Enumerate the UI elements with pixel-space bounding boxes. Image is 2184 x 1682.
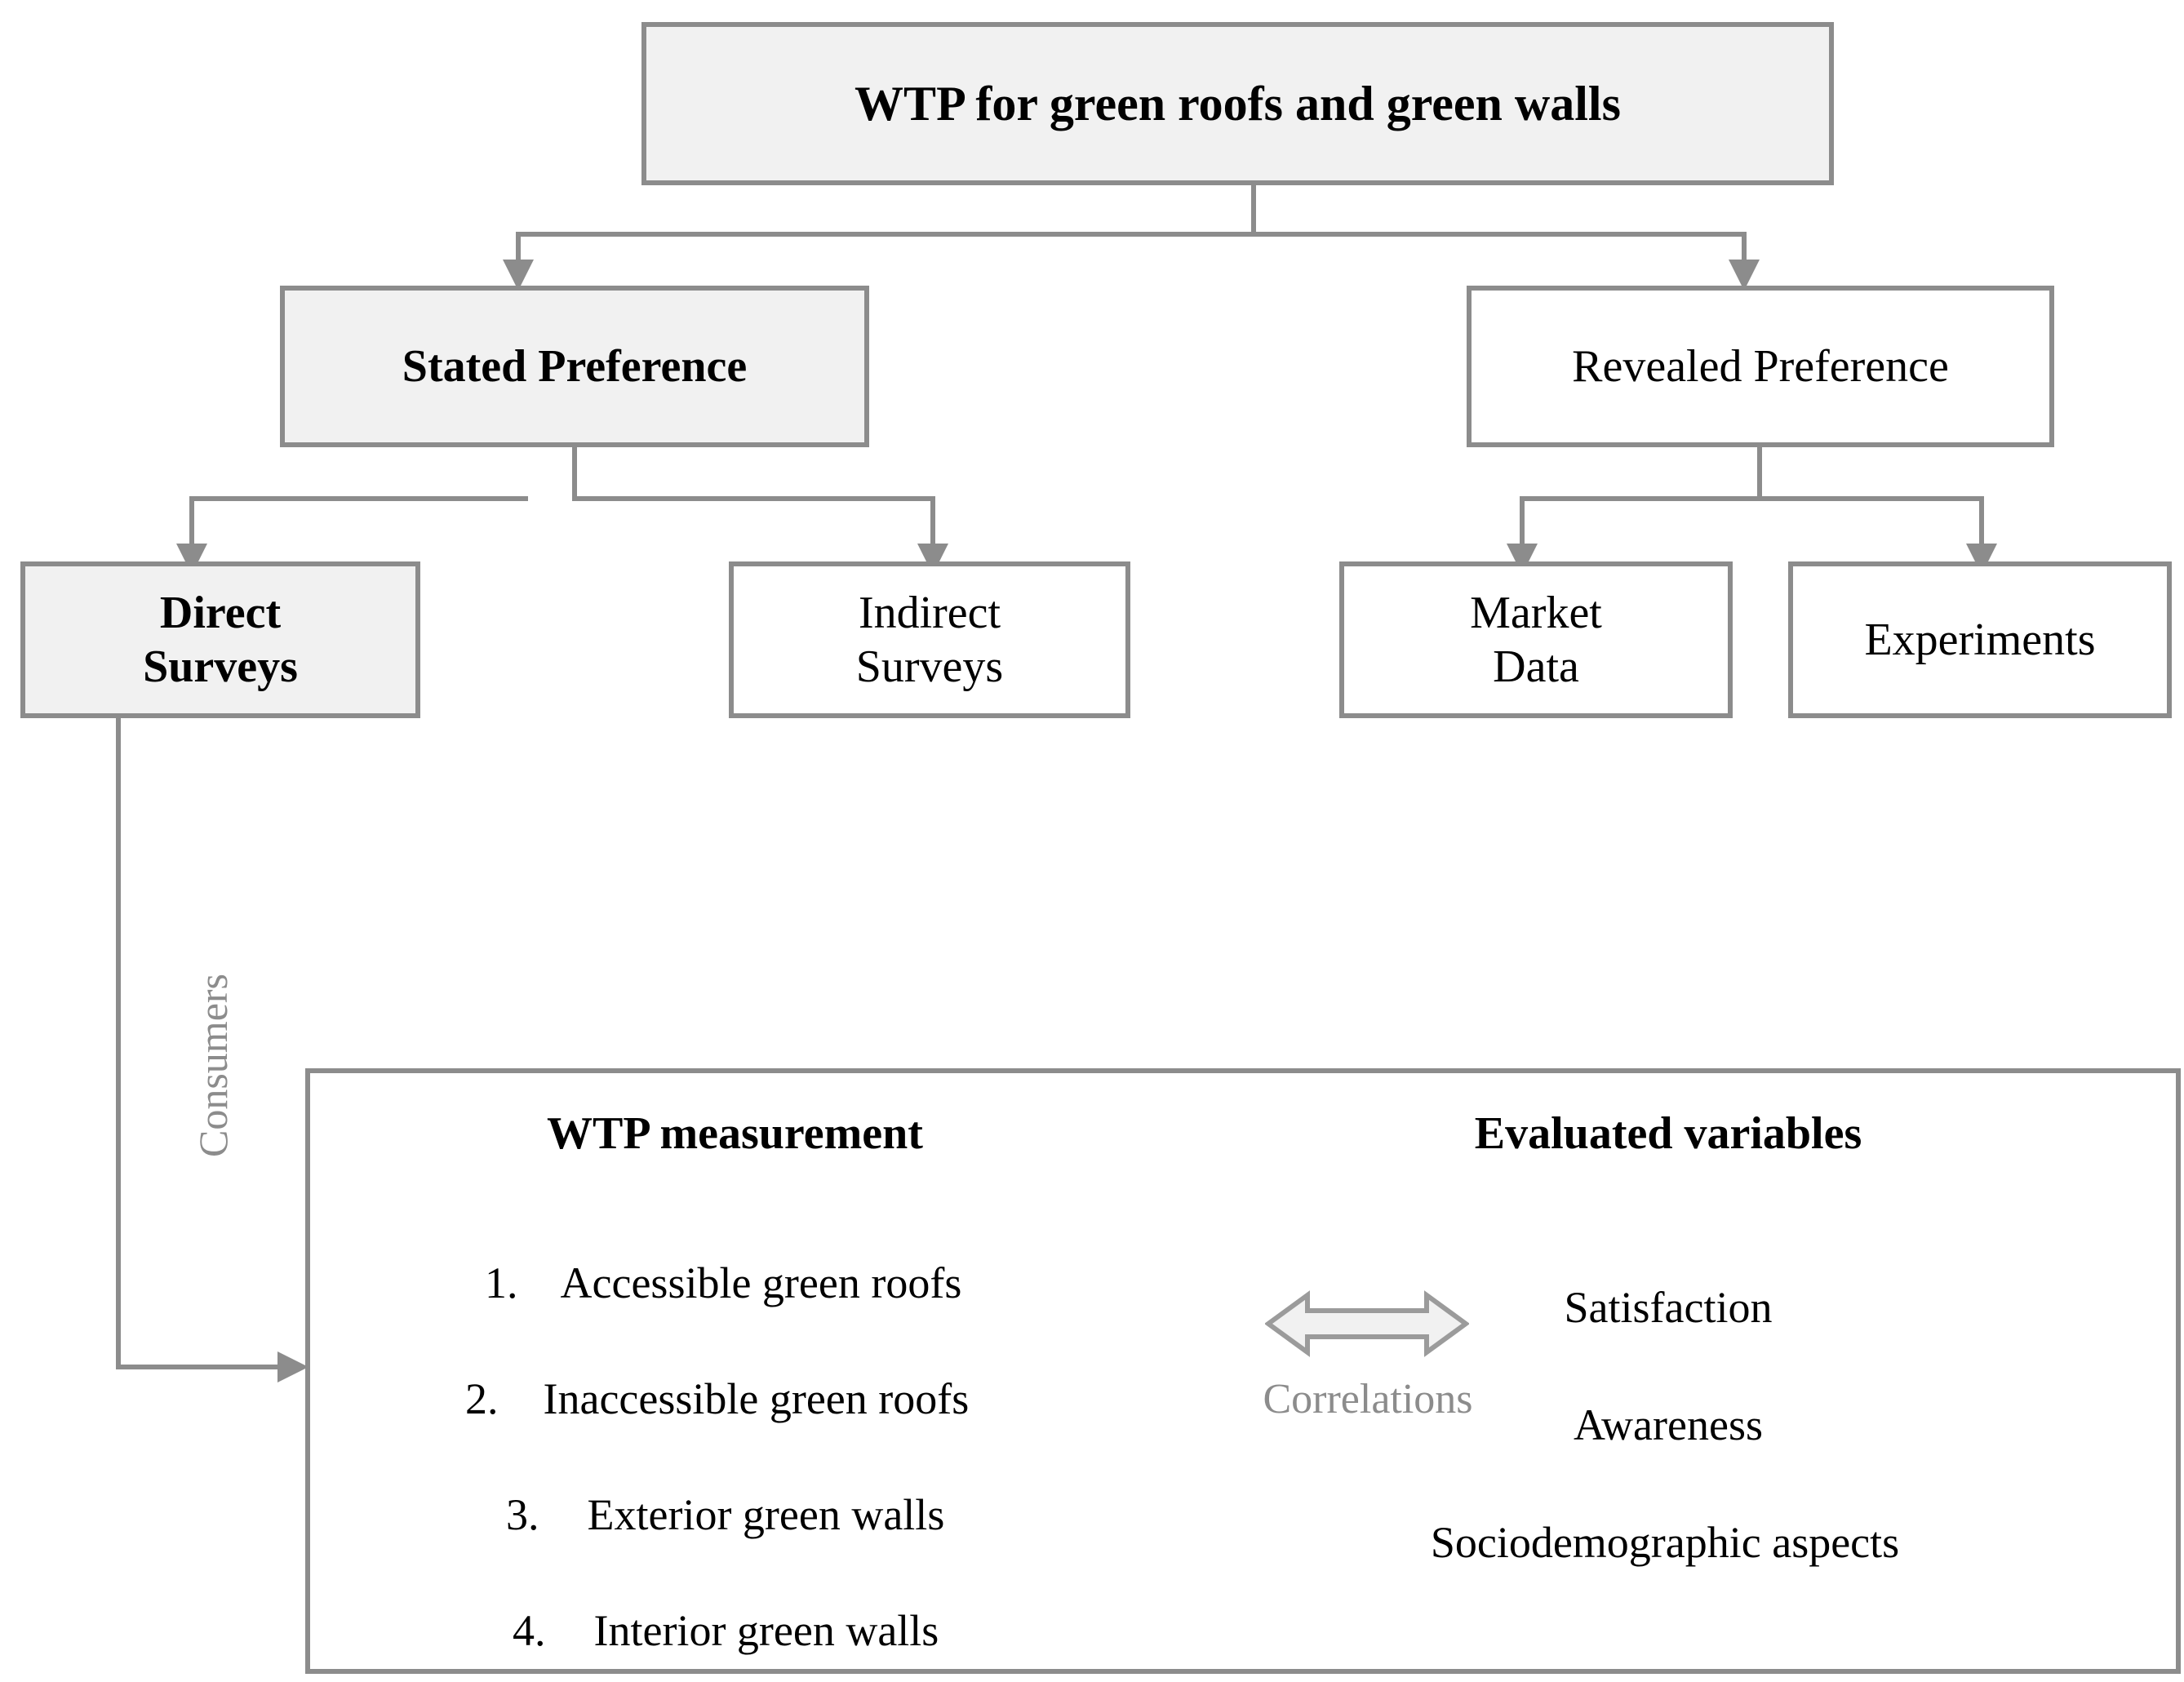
- connector-rp-bar: [1520, 496, 1762, 501]
- evaluated-variables-title: Evaluated variables: [1474, 1108, 1862, 1159]
- node-stated-preference-label: Stated Preference: [402, 340, 748, 392]
- node-indirect-surveys[interactable]: Indirect Surveys: [729, 561, 1130, 718]
- evaluated-variable-sociodemographic: Sociodemographic aspects: [1430, 1518, 1900, 1567]
- connector-root-left-drop: [516, 232, 521, 264]
- node-root-wtp[interactable]: WTP for green roofs and green walls: [641, 22, 1834, 185]
- wtp-list-item-1-text: Accessible green roofs: [560, 1258, 962, 1307]
- connector-root-bar: [516, 232, 1747, 237]
- node-root-label: WTP for green roofs and green walls: [855, 76, 1621, 131]
- node-market-data-line2: Data: [1493, 641, 1579, 692]
- node-indirect-surveys-label: Indirect Surveys: [734, 586, 1125, 694]
- wtp-list-item-4-text: Interior green walls: [593, 1606, 939, 1655]
- wtp-list-item-2-number: 2.: [465, 1374, 499, 1423]
- connector-root-right-drop: [1742, 232, 1747, 264]
- node-direct-surveys[interactable]: Direct Surveys: [20, 561, 420, 718]
- connector-sp-left-drop: [189, 496, 194, 548]
- node-experiments[interactable]: Experiments: [1788, 561, 2172, 718]
- node-revealed-preference-label: Revealed Preference: [1572, 340, 1949, 392]
- wtp-list-item-3: 3. Exterior green walls: [506, 1489, 944, 1540]
- wtp-list-item-2: 2. Inaccessible green roofs: [465, 1374, 969, 1424]
- node-revealed-preference[interactable]: Revealed Preference: [1467, 286, 2054, 447]
- wtp-list-item-3-text: Exterior green walls: [587, 1490, 945, 1539]
- wtp-list-item-3-number: 3.: [506, 1490, 539, 1539]
- wtp-list-item-4: 4. Interior green walls: [513, 1605, 939, 1656]
- evaluated-variable-awareness: Awareness: [1574, 1400, 1763, 1449]
- connector-sp-right-drop: [930, 496, 935, 548]
- correlations-arrow: [1263, 1290, 1471, 1357]
- arrow-consumers-to-panel: [277, 1351, 309, 1382]
- node-indirect-surveys-line1: Indirect: [858, 587, 1001, 638]
- node-stated-preference[interactable]: Stated Preference: [280, 286, 869, 447]
- arrow-to-stated-preference: [503, 260, 534, 291]
- correlations-caption: Correlations: [1263, 1376, 1473, 1422]
- wtp-list-item-1-number: 1.: [485, 1258, 518, 1307]
- connector-rp-stem: [1757, 447, 1762, 501]
- connector-sp-bar: [189, 496, 528, 501]
- double-arrow-icon: [1263, 1290, 1471, 1357]
- node-market-data[interactable]: Market Data: [1339, 561, 1733, 718]
- connector-rp-bar-right: [1757, 496, 1984, 501]
- node-direct-surveys-line2: Surveys: [143, 641, 298, 692]
- wtp-measurement-title: WTP measurement: [547, 1108, 923, 1159]
- connector-sp-bar-right: [572, 496, 935, 501]
- connector-consumers-horizontal: [116, 1365, 282, 1369]
- connector-rp-left-drop: [1520, 496, 1525, 548]
- node-direct-surveys-line1: Direct: [159, 587, 282, 638]
- details-panel: WTP measurement 1. Accessible green roof…: [305, 1068, 2181, 1674]
- node-indirect-surveys-line2: Surveys: [855, 641, 1004, 692]
- evaluated-variable-satisfaction: Satisfaction: [1564, 1283, 1773, 1332]
- node-experiments-label: Experiments: [1864, 614, 2096, 665]
- node-market-data-label: Market Data: [1344, 586, 1728, 694]
- edge-label-consumers: Consumers: [190, 974, 236, 1157]
- arrow-to-revealed-preference: [1729, 260, 1760, 291]
- connector-sp-stem: [572, 447, 577, 501]
- node-market-data-line1: Market: [1470, 587, 1602, 638]
- wtp-list-item-2-text: Inaccessible green roofs: [543, 1374, 970, 1423]
- wtp-list-item-4-number: 4.: [513, 1606, 546, 1655]
- connector-rp-right-drop: [1979, 496, 1984, 548]
- connector-root-stem: [1251, 185, 1256, 237]
- connector-consumers-vertical: [116, 718, 121, 1367]
- node-direct-surveys-label: Direct Surveys: [25, 586, 415, 694]
- wtp-list-item-1: 1. Accessible green roofs: [485, 1258, 961, 1308]
